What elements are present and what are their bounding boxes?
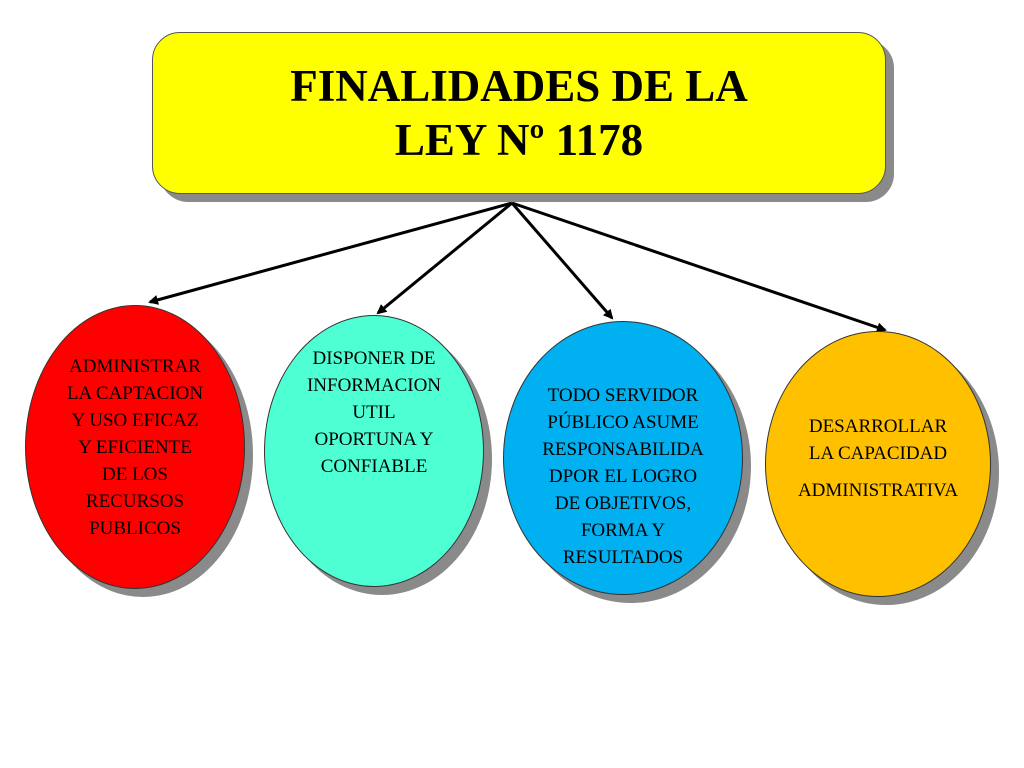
node-3-line-6: FORMA Y [580,519,666,541]
node-1-line-3: Y USO EFICAZ [71,409,199,431]
node-1-line-4: Y EFICIENTE [78,436,192,458]
node-1-line-6: RECURSOS [85,490,185,512]
node-1-line-2: LA CAPTACION [66,382,204,404]
arrow-to-node-3 [510,202,614,320]
node-1-line-5: DE LOS [102,463,168,485]
title-line-2: LEY Nº 1178 [394,115,644,165]
node-3-line-7: RESULTADOS [562,546,684,568]
node-3-line-4: DPOR EL LOGRO [548,465,698,487]
node-4-line-2: LA CAPACIDAD [808,442,948,464]
node-2-line-1: DISPONER DE [312,347,436,369]
node-3-ellipse: TODO SERVIDOR PÚBLICO ASUME RESPONSABILI… [503,321,743,595]
node-4-line-1: DESARROLLAR [808,415,948,437]
node-4-ellipse: DESARROLLAR LA CAPACIDAD ADMINISTRATIVA [765,331,991,597]
node-2-line-2: INFORMACION [306,374,442,396]
arrow-to-node-2 [376,201,513,315]
node-1-line-7: PUBLICOS [89,517,181,539]
node-2-line-3: UTIL [352,401,396,423]
node-4-line-3: ADMINISTRATIVA [797,479,959,501]
diagram-title: FINALIDADES DE LA LEY Nº 1178 [290,59,748,167]
node-3-line-2: PÚBLICO ASUME [547,411,699,433]
node-3-line-3: RESPONSABILIDA [542,438,704,460]
node-3-line-1: TODO SERVIDOR [547,384,699,406]
node-2-line-5: CONFIABLE [320,455,428,477]
node-1-line-1: ADMINISTRAR [69,355,201,377]
arrow-to-node-1 [148,201,513,305]
arrow-to-node-4 [511,201,887,333]
node-2-line-4: OPORTUNA Y [314,428,434,450]
title-line-1: FINALIDADES DE LA [290,61,748,111]
title-box: FINALIDADES DE LA LEY Nº 1178 [152,32,886,194]
node-2-ellipse: DISPONER DE INFORMACION UTIL OPORTUNA Y … [264,315,484,587]
node-1-ellipse: ADMINISTRAR LA CAPTACION Y USO EFICAZ Y … [25,305,245,589]
node-3-line-5: DE OBJETIVOS, [554,492,692,514]
